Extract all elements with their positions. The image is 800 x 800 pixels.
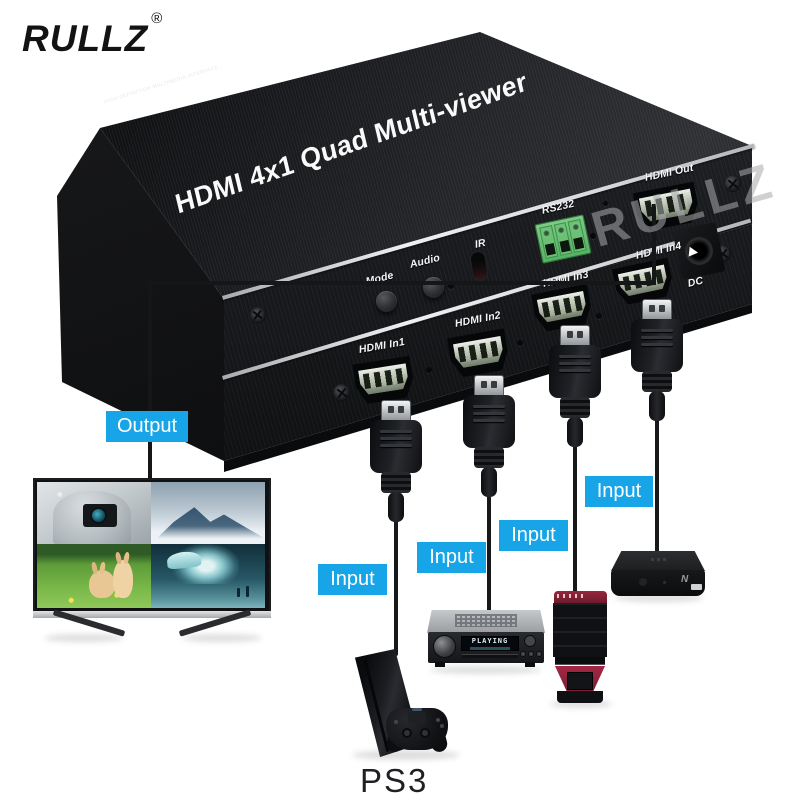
input-label-3: Input bbox=[499, 520, 568, 551]
hdmi-plug-icon bbox=[631, 299, 683, 421]
output-line-vertical bbox=[652, 204, 656, 284]
input-label-2: Input bbox=[417, 542, 486, 573]
output-line-to-tv bbox=[148, 281, 152, 479]
mode-button bbox=[376, 291, 397, 312]
input-label-4: Input bbox=[585, 476, 653, 507]
hdmi-cable-wire-1 bbox=[394, 516, 398, 656]
tv-quadrant-jellyfish bbox=[151, 544, 265, 608]
tv bbox=[33, 478, 271, 614]
tv-bottom-bezel bbox=[33, 611, 271, 618]
panel-hole bbox=[596, 313, 602, 319]
tv-quadrant-mountain bbox=[151, 482, 265, 544]
output-line-horizontal bbox=[148, 281, 656, 285]
input-label-1: Input bbox=[318, 564, 387, 595]
receiver-knob bbox=[433, 635, 456, 658]
registered-mark: ® bbox=[151, 10, 164, 27]
shadow bbox=[182, 634, 262, 642]
brand-name: RULLZ bbox=[22, 18, 149, 59]
shadow bbox=[550, 700, 612, 708]
panel-hole bbox=[590, 233, 596, 239]
dc-triangle-mark bbox=[688, 246, 699, 258]
screw-icon bbox=[250, 307, 266, 323]
pc-tower bbox=[553, 591, 608, 705]
hdmi-plug-icon bbox=[463, 375, 515, 497]
shadow bbox=[430, 666, 542, 674]
tv-quadrant-photographer bbox=[37, 482, 151, 544]
av-receiver: PLAYING bbox=[427, 610, 545, 670]
console-label: PS3 bbox=[360, 762, 429, 799]
screw-icon bbox=[724, 175, 741, 192]
hdmi-plug-icon bbox=[370, 400, 422, 522]
panel-hole bbox=[603, 201, 608, 206]
tvbox-ir-sensor bbox=[639, 578, 647, 586]
tv-box: N bbox=[611, 551, 705, 597]
shadow bbox=[614, 594, 704, 602]
screw-icon bbox=[333, 384, 350, 401]
receiver-display: PLAYING bbox=[461, 636, 519, 651]
gamepad bbox=[385, 700, 449, 758]
panel-hole bbox=[448, 283, 454, 289]
panel-hole bbox=[426, 367, 432, 373]
hdmi-cable-wire-4 bbox=[655, 416, 659, 554]
hdmi-cable-wire-2 bbox=[487, 492, 491, 614]
output-label: Output bbox=[106, 411, 188, 442]
hdmi-cable-wire-3 bbox=[573, 442, 577, 594]
tvbox-logo: N bbox=[681, 574, 689, 585]
tower-lights bbox=[557, 594, 587, 598]
shadow bbox=[44, 634, 124, 642]
ir-label: IR bbox=[473, 236, 487, 251]
brand-logo: RULLZ® bbox=[22, 10, 163, 60]
panel-hole bbox=[517, 340, 523, 346]
hdmi-plug-icon bbox=[549, 325, 601, 447]
tv-quadrant-rabbits bbox=[37, 544, 151, 608]
shadow bbox=[352, 750, 460, 760]
tvbox-badge bbox=[691, 584, 702, 590]
